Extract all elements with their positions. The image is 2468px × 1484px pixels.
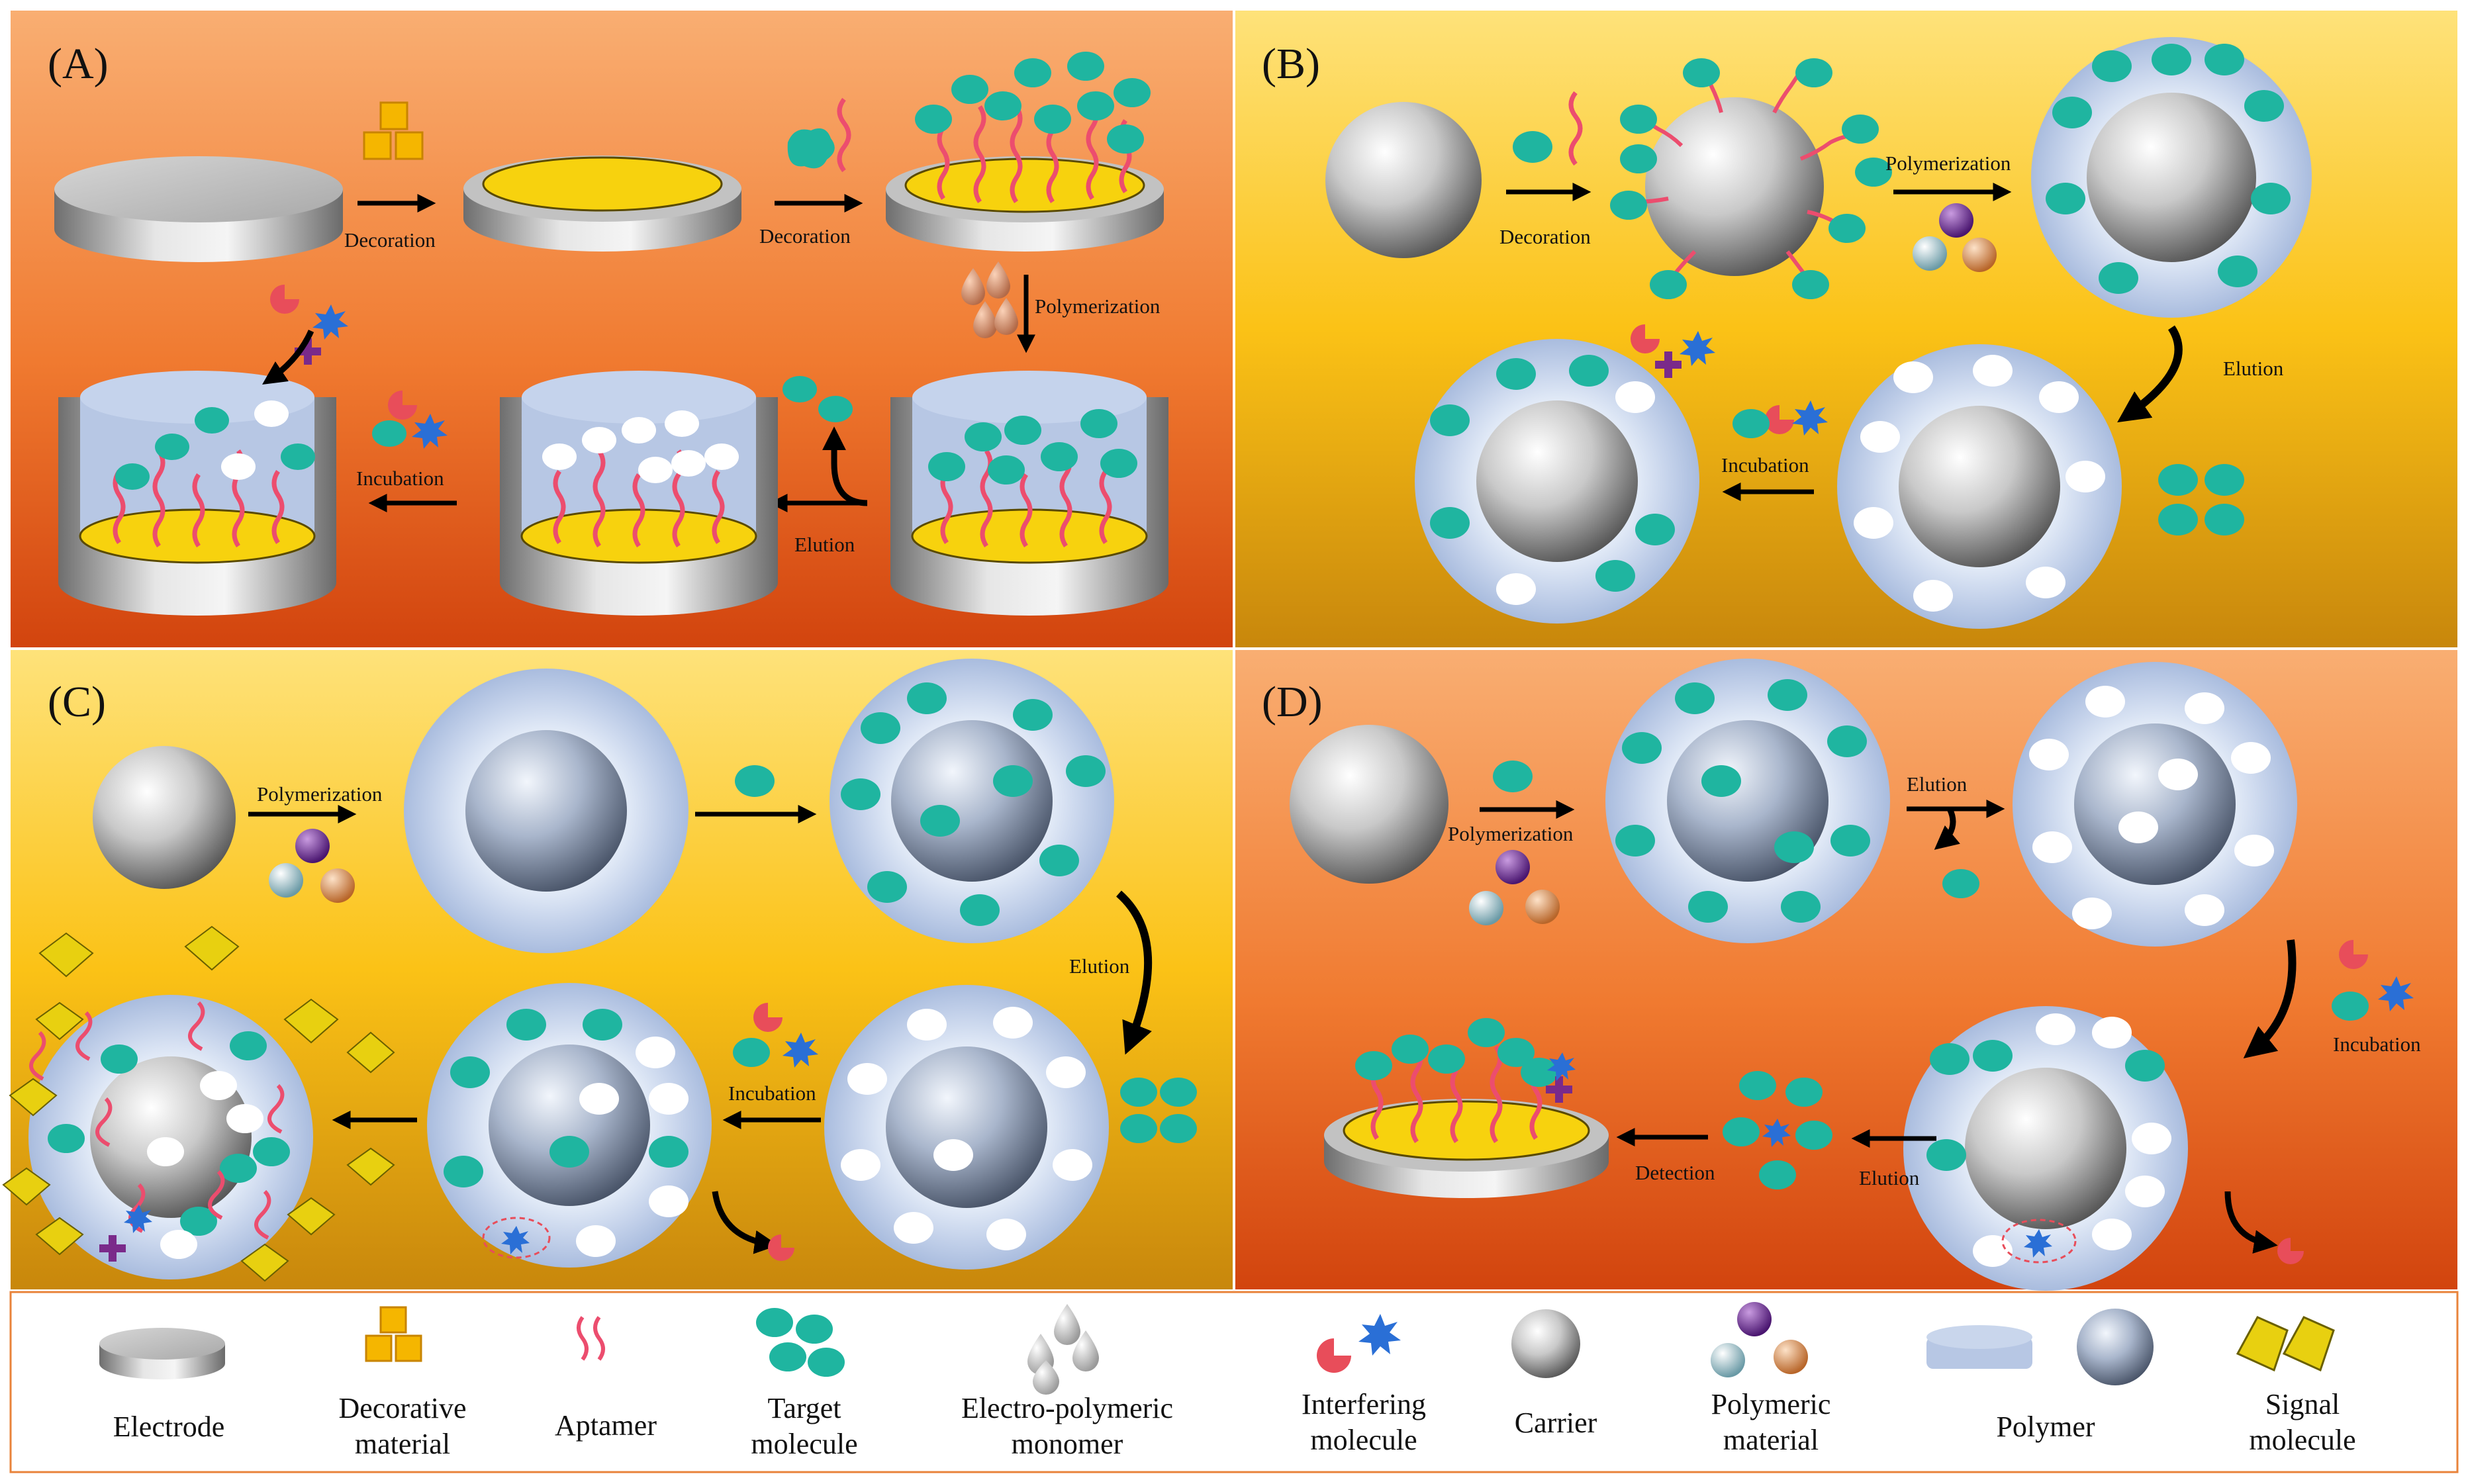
legend-signal-molecule: Signal molecule [2236,1316,2356,1456]
legend-interfering-label-1: Interfering [1302,1388,1426,1420]
legend-aptamer: Aptamer [555,1316,657,1442]
interferer-blocked-b [1631,324,1715,378]
panel-c-label: (C) [48,678,106,726]
interferer-blocked-a [270,285,348,365]
carrier-with-aptamers-b [1610,58,1892,299]
step-a-elution: Elution [794,533,855,556]
carrier-c [93,746,236,889]
eluted-targets-b [2158,464,2244,535]
step-d-detection: Detection [1635,1161,1715,1184]
legend-polymer: Polymer [1926,1309,2154,1443]
legend-monomer-label-2: monomer [1012,1428,1123,1460]
electrode-gold [463,156,741,252]
imprinted-carrier-b [2031,37,2312,318]
detection-electrode-d [1324,1018,1609,1198]
step-b-elution: Elution [2223,357,2284,380]
step-d-incubation: Incubation [2333,1033,2421,1056]
legend-target-molecule: Target molecule [751,1308,858,1460]
interfering-and-target-b [1732,400,1828,438]
legend-interfering-molecule: Interfering molecule [1302,1314,1426,1456]
legend-polymeric-material: Polymeric material [1711,1302,1830,1456]
legend-signal-label-2: molecule [2249,1424,2355,1456]
legend-polymeric-label-2: material [1723,1424,1819,1456]
eluted-targets-a [783,376,853,422]
electrode-eluted [500,371,778,616]
eluted-targets-c [1120,1078,1197,1143]
electro-polymeric-monomer-icon [961,261,1018,338]
incubated-carrier-c [427,983,712,1268]
aptamer-and-target-icon [787,97,851,173]
legend-decorative-label-2: material [355,1428,450,1460]
released-interferer-c [768,1234,794,1261]
carrier-b [1325,102,1482,258]
legend-polymeric-label-1: Polymeric [1711,1388,1831,1420]
panel-a: Decoration Decoration [54,52,1168,616]
step-a-incubation: Incubation [356,467,444,490]
interfering-and-target-d [2332,940,2414,1021]
incubated-carrier-d [1903,1006,2188,1291]
legend-signal-label-1: Signal [2265,1388,2340,1420]
legend-carrier-label: Carrier [1515,1407,1597,1439]
legend-decorative-label-1: Decorative [339,1392,467,1424]
imprinted-carrier-d [1605,659,1890,943]
step-c-incubation: Incubation [728,1082,816,1105]
electrode-incubated [58,371,336,616]
interfering-and-target-a [372,391,448,449]
step-b-incubation: Incubation [1721,453,1809,477]
target-icon-d [1493,761,1533,792]
incubated-carrier-b [1415,339,1699,624]
step-c-polymerization: Polymerization [257,782,383,806]
panel-c: Polymerization Elution [2,659,1197,1282]
legend-interfering-label-2: molecule [1310,1424,1417,1456]
legend-electrode-label: Electrode [113,1411,225,1443]
polymeric-material-icon-c [269,829,355,903]
eluted-carrier-b [1837,344,2122,629]
panel-a-label: (A) [48,40,109,88]
polymeric-material-icon-d [1469,850,1560,925]
step-a-polymerization: Polymerization [1035,295,1161,318]
legend-target-label-1: Target [768,1392,841,1424]
aptamer-target-icon-b [1513,91,1583,166]
step-d-elution-2: Elution [1859,1166,1920,1189]
electrode-bare [54,156,343,262]
target-icon-c [735,765,775,797]
legend-electrode: Electrode [99,1328,225,1443]
electrode-polymerized [890,371,1168,616]
step-a-decoration-2: Decoration [759,224,851,248]
panel-b-label: (B) [1262,40,1320,88]
released-interferer-d [2277,1238,2304,1264]
legend-background [9,1291,2459,1473]
panel-d-label: (D) [1262,678,1323,726]
polymeric-material-icon-b [1913,203,1997,272]
legend-carrier: Carrier [1511,1309,1597,1439]
legend-polymer-label: Polymer [1996,1411,2095,1443]
panel-d: Polymerization Elution [1290,659,2421,1291]
legend-monomer-label-1: Electro-polymeric [961,1392,1173,1424]
signal-labeled-carrier-c [2,925,395,1282]
polymer-coated-carrier-c [404,669,688,953]
step-d-polymerization: Polymerization [1448,822,1574,845]
step-a-decoration-1: Decoration [344,228,436,252]
legend-target-label-2: molecule [751,1428,857,1460]
legend-electro-polymeric-monomer: Electro-polymeric monomer [961,1304,1173,1460]
carrier-d [1290,725,1448,884]
interfering-and-target-c [733,1003,818,1068]
panel-b: Decoration Polymerization [1325,37,2312,629]
step-c-elution: Elution [1069,954,1130,978]
electrode-aptamer-target [886,52,1164,252]
legend-decorative-material: Decorative material [339,1306,467,1460]
legend-aptamer-label: Aptamer [555,1409,657,1442]
eluted-carrier-d [2013,662,2297,947]
legend: Electrode Decorative material Aptamer Ta… [99,1302,2356,1460]
step-b-decoration: Decoration [1499,225,1591,248]
eluted-carrier-c [824,985,1109,1270]
imprinted-carrier-c [830,659,1114,943]
eluted-complex-d [1723,1071,1832,1189]
step-d-elution: Elution [1907,772,1968,796]
step-b-polymerization: Polymerization [1885,152,2011,175]
eluted-target-d [1942,869,1979,898]
decorative-material-icon [363,101,424,160]
